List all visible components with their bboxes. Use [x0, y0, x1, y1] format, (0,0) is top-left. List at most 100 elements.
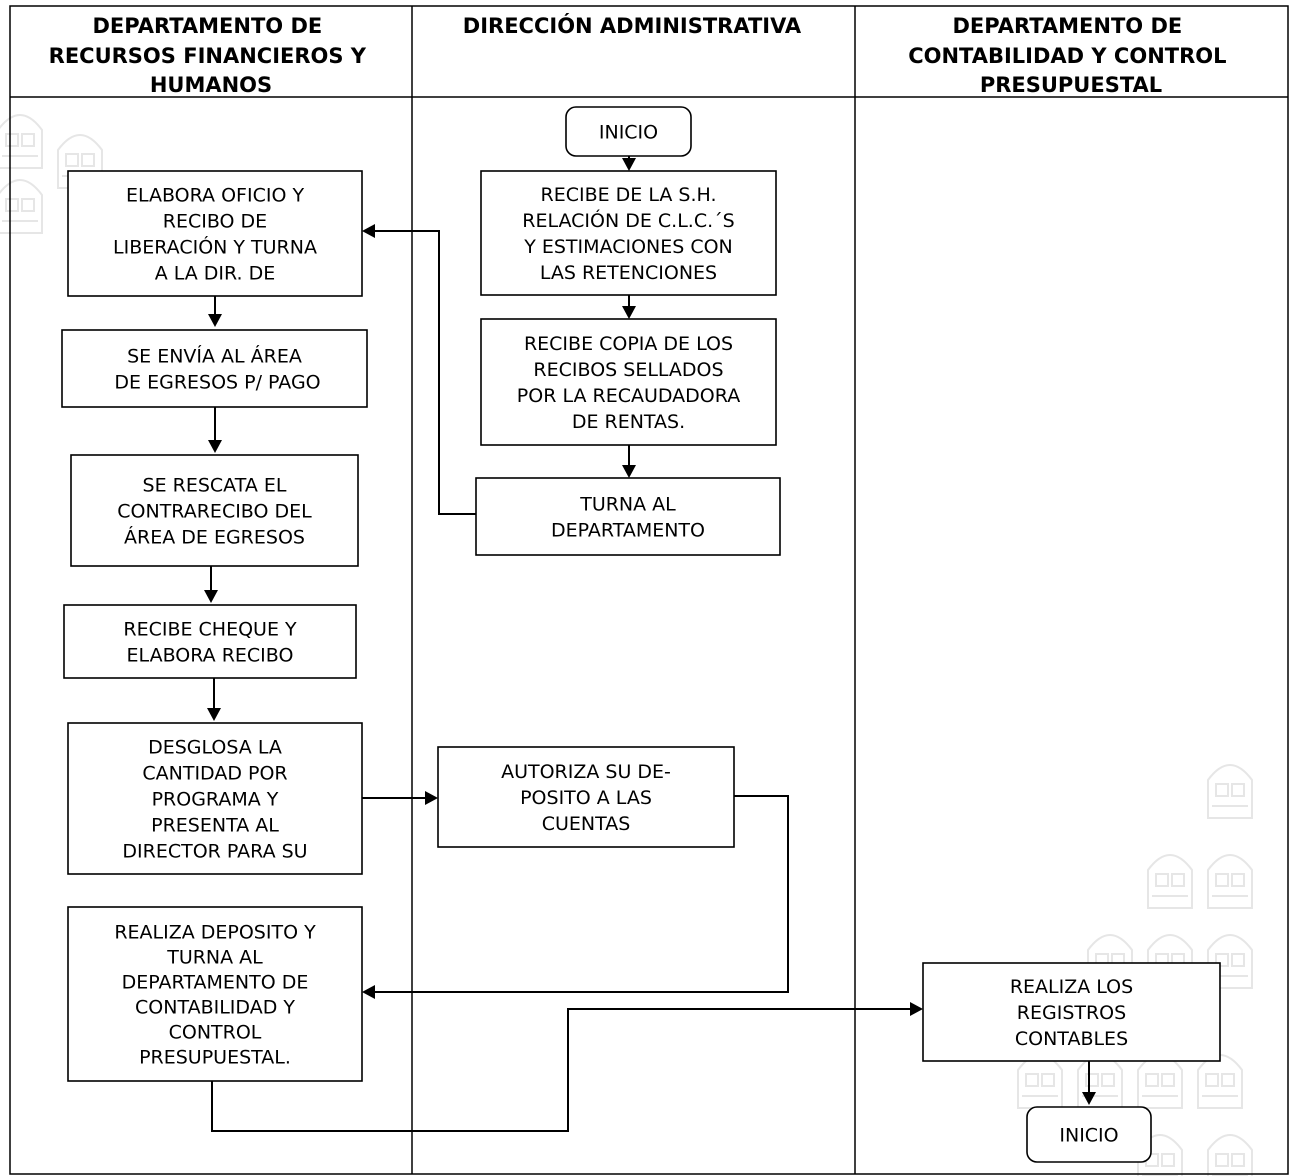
node-label: AUTORIZA SU DE- POSITO A LAS CUENTAS [501, 761, 671, 835]
connector-layer [204, 156, 1096, 1132]
label-line: POSITO A LAS [520, 787, 652, 809]
watermark-seal [1207, 764, 1253, 819]
node-se-rescata: SE RESCATA EL CONTRARECIBO DEL ÁREA DE EGR… [70, 454, 359, 567]
node-inicio-end: INICIO [1026, 1106, 1152, 1163]
label-line: DEPARTAMENTO DE [122, 972, 309, 994]
header-line: DEPARTAMENTO DE [92, 14, 322, 38]
arrowhead [1082, 1092, 1096, 1105]
node-autoriza: AUTORIZA SU DE- POSITO A LAS CUENTAS [437, 746, 735, 848]
header-line: DIRECCIÓN ADMINISTRATIVA [463, 13, 802, 38]
header-line: PRESUPUESTAL [980, 73, 1162, 97]
label-line: RECIBE CHEQUE Y [123, 619, 297, 641]
edge-elabora-oficio-to-se-envia [208, 296, 222, 327]
label-line: RECIBE COPIA DE LOS [524, 333, 733, 355]
arrowhead [204, 590, 218, 603]
label-line: CUENTAS [542, 813, 631, 835]
label-line: ELABORA OFICIO Y [126, 185, 305, 207]
watermark-seal [1147, 854, 1193, 909]
process-shape [61, 329, 368, 408]
label-line: REALIZA LOS [1010, 976, 1133, 998]
edge-line [211, 1008, 911, 1132]
process-shape [67, 906, 363, 1082]
node-layer: INICIO RECIBE DE LA S.H.RELACIÓN DE C.L.C… [61, 106, 1221, 1163]
watermark-seal [1137, 1054, 1183, 1109]
header-line: HUMANOS [150, 73, 272, 97]
node-label: RECIBE COPIA DE LOS RECIBOS SELLADOS POR L… [517, 333, 740, 433]
edge-line [370, 230, 476, 515]
lane-header-recursos-financieros: DEPARTAMENTO DE RECURSOS FINANCIEROS Y H… [49, 14, 374, 97]
node-label: INICIO [599, 122, 658, 144]
watermark-seal [1077, 1054, 1123, 1109]
arrowhead [425, 791, 438, 805]
arrowhead [910, 1002, 923, 1016]
label-line: SE RESCATA EL [143, 475, 287, 497]
terminator-shape [565, 106, 692, 157]
label-line: CONTROL [169, 1022, 262, 1044]
edge-recibe-cheque-to-desglosa [207, 678, 221, 721]
label-line: Y ESTIMACIONES CON [523, 236, 733, 258]
edge-desglosa-to-autoriza [362, 791, 438, 805]
lane-header-contabilidad: DEPARTAMENTO DE CONTABILIDAD Y CONTROL P… [908, 14, 1234, 97]
process-shape [475, 477, 781, 556]
node-se-envia: SE ENVÍA AL ÁREA DE EGRESOS P/ PAGO [61, 329, 368, 408]
watermark-seal [1207, 1134, 1253, 1176]
watermark-seal [1197, 1054, 1243, 1109]
node-realiza-deposito: REALIZA DEPOSITO Y TURNA AL DEPARTAMENTO D… [67, 906, 363, 1082]
arrowhead [208, 440, 222, 453]
swimlane-grid [9, 5, 1289, 1175]
arrowhead [362, 985, 375, 999]
process-shape [67, 722, 363, 875]
label-line: RECIBO DE [163, 211, 267, 233]
label-line: DE RENTAS. [572, 411, 685, 433]
edge-inicio-start-to-recibe-sh [622, 156, 636, 171]
label-line: PRESUPUESTAL. [139, 1047, 291, 1069]
edge-realiza-deposito-to-registros [211, 1002, 923, 1132]
watermark-seal [0, 179, 43, 234]
edge-recibe-copia-to-turna-depto [622, 445, 636, 478]
label-line: TURNA AL [166, 947, 263, 969]
process-shape [437, 746, 735, 848]
label-line: POR LA RECAUDADORA [517, 385, 740, 407]
edge-se-rescata-to-recibe-cheque [204, 566, 218, 603]
edge-recibe-sh-to-recibe-copia [622, 295, 636, 319]
label-line: REALIZA DEPOSITO Y [114, 922, 316, 944]
arrowhead [622, 465, 636, 478]
edge-autoriza-to-realiza-deposito [362, 795, 789, 999]
label-line: RELACIÓN DE C.L.C.´S [522, 208, 734, 232]
process-shape [70, 454, 359, 567]
label-line: INICIO [599, 122, 658, 144]
node-label: REALIZA DEPOSITO Y TURNA AL DEPARTAMENTO D… [114, 922, 316, 1069]
process-shape [63, 604, 357, 679]
label-line: AUTORIZA SU DE- [501, 761, 671, 783]
label-line: TURNA AL [579, 494, 676, 516]
node-recibe-copia: RECIBE COPIA DE LOS RECIBOS SELLADOS POR L… [480, 318, 777, 446]
header-line: DEPARTAMENTO DE [952, 14, 1182, 38]
label-line: DESGLOSA LA [148, 737, 282, 759]
label-line: ÁREA DE EGRESOS [124, 526, 305, 549]
process-shape [67, 170, 363, 297]
label-line: A LA DIR. DE [155, 263, 276, 285]
node-label: INICIO [1059, 1125, 1118, 1147]
label-line: CONTRARECIBO DEL [117, 501, 312, 523]
arrowhead [622, 158, 636, 171]
edge-registros-to-inicio-end [1082, 1061, 1096, 1105]
label-line: LIBERACIÓN Y TURNA [113, 235, 317, 259]
header-line: RECURSOS FINANCIEROS Y [49, 44, 367, 68]
label-line: CONTABLES [1015, 1028, 1128, 1050]
process-shape [922, 962, 1221, 1062]
label-line: RECIBOS SELLADOS [533, 359, 723, 381]
watermark-seal [1017, 1054, 1063, 1109]
